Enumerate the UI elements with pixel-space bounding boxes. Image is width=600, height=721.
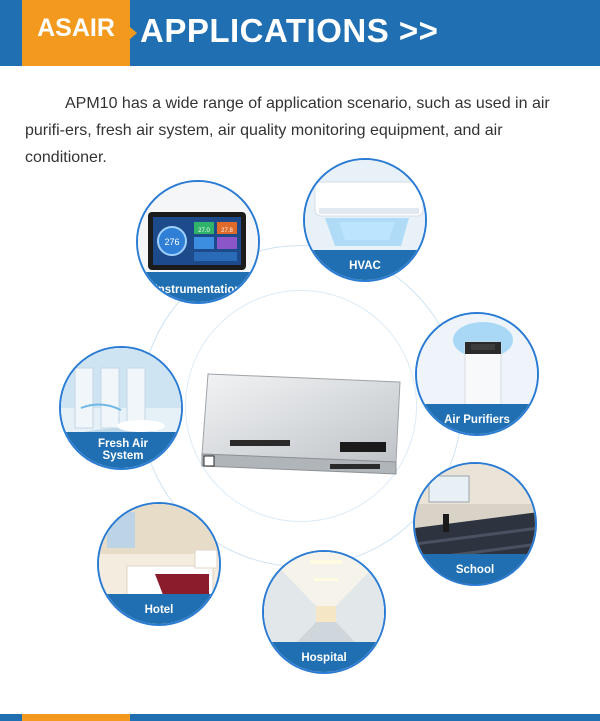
app-fresh-air-system: Fresh Air System (59, 346, 183, 470)
app-hospital: Hospital (262, 550, 386, 674)
footer-accent (22, 714, 130, 721)
app-hvac: HVAC (303, 158, 427, 282)
label-band (417, 404, 537, 434)
app-school: School (413, 462, 537, 586)
decorative-ring-inner (185, 290, 417, 522)
app-label-hvac: HVAC (349, 260, 381, 272)
app-label-air-purifiers: Air Purifiers (444, 414, 510, 426)
footer-bar (0, 714, 600, 721)
brand-logo: ASAIR (37, 14, 115, 42)
label-band (264, 642, 384, 672)
app-label-school: School (455, 564, 495, 576)
app-label-instrumentation: Instrumentation (154, 284, 242, 296)
app-label-fresh-air-system: Fresh Air System (97, 438, 149, 462)
app-label-hotel: Hotel (144, 604, 174, 616)
section-title: APPLICATIONS >> (140, 12, 439, 49)
applications-diagram: 276 27.0 27.8 Instrumentation HVAC Air P… (0, 150, 600, 710)
sensor-module-image (201, 373, 401, 475)
label-band (99, 594, 219, 624)
app-hotel: Hotel (97, 502, 221, 626)
brand-block: ASAIR (22, 0, 130, 66)
display-reading-main: 276 (164, 237, 179, 247)
label-band (61, 432, 181, 468)
app-instrumentation: 276 27.0 27.8 Instrumentation (136, 180, 260, 304)
label-band (415, 554, 535, 584)
header-banner: ASAIR APPLICATIONS >> (0, 0, 600, 66)
brand-notch (130, 27, 137, 39)
label-band (305, 250, 425, 280)
display-reading-3: 27.8 (221, 228, 233, 234)
label-band (138, 272, 258, 302)
display-reading-2: 27.0 (198, 228, 210, 234)
app-air-purifiers: Air Purifiers (415, 312, 539, 436)
intro-paragraph: APM10 has a wide range of application sc… (25, 95, 550, 166)
app-label-hospital: Hospital (301, 652, 347, 664)
